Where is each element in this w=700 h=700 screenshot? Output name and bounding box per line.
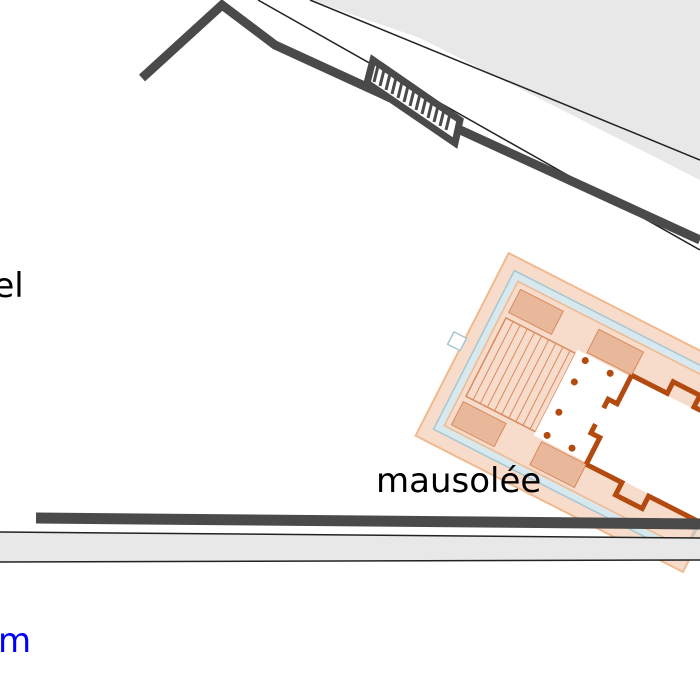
north-steps xyxy=(362,54,464,149)
mausoleum-label: mausolée xyxy=(376,461,541,501)
boundary-wall-north xyxy=(138,0,700,245)
boundary-wall-south xyxy=(35,512,700,530)
scale-partial-label: m xyxy=(0,621,31,661)
left-partial-label: tel xyxy=(0,266,24,306)
mausoleum-building xyxy=(414,251,700,574)
lower-road xyxy=(0,531,700,563)
